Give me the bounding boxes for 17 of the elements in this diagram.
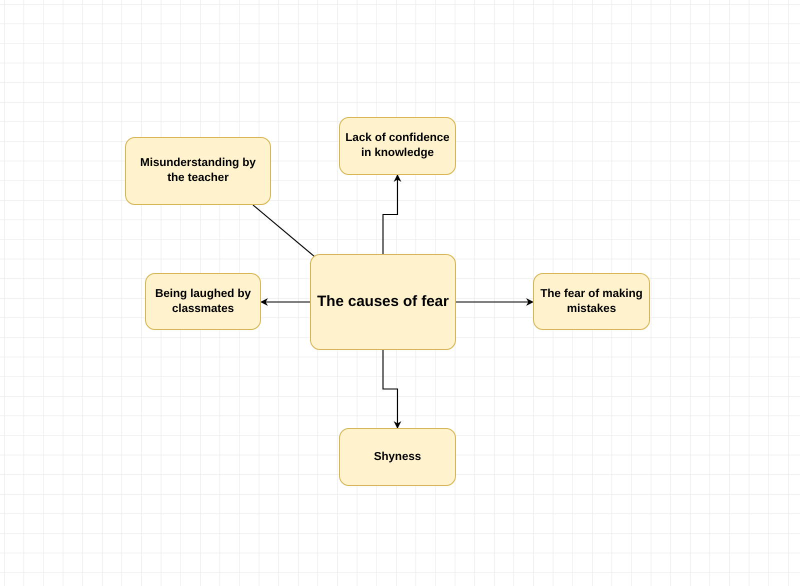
connector-line <box>252 204 316 258</box>
cause-box <box>125 137 271 205</box>
cause-text: Lack of confidence in knowledge <box>344 131 451 161</box>
cause-box <box>533 273 650 330</box>
cause-text: Being laughed by classmates <box>154 286 252 316</box>
central-topic-text: The causes of fear <box>317 292 449 312</box>
arrow <box>382 174 402 254</box>
cause-text: Shyness <box>374 450 422 464</box>
arrow <box>382 350 402 429</box>
central-topic-box <box>310 254 456 350</box>
arrow <box>260 298 310 306</box>
cause-box <box>339 428 456 486</box>
cause-box <box>339 117 456 175</box>
cause-text: The fear of making mistakes <box>539 286 644 316</box>
cause-box <box>145 273 261 330</box>
cause-text: Misunderstanding by the teacher <box>139 156 257 186</box>
arrow <box>456 298 534 306</box>
